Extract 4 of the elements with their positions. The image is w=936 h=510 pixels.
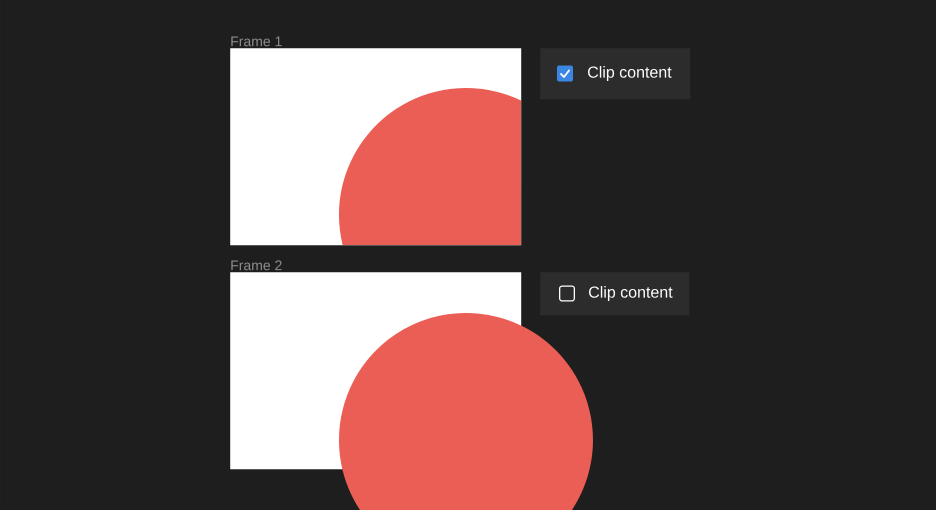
- option-panel: Clip content: [540, 48, 690, 100]
- frame-heading: Frame 2: [231, 260, 282, 270]
- frame-heading: Frame 1: [231, 36, 282, 46]
- option-panel: Clip content: [540, 272, 690, 316]
